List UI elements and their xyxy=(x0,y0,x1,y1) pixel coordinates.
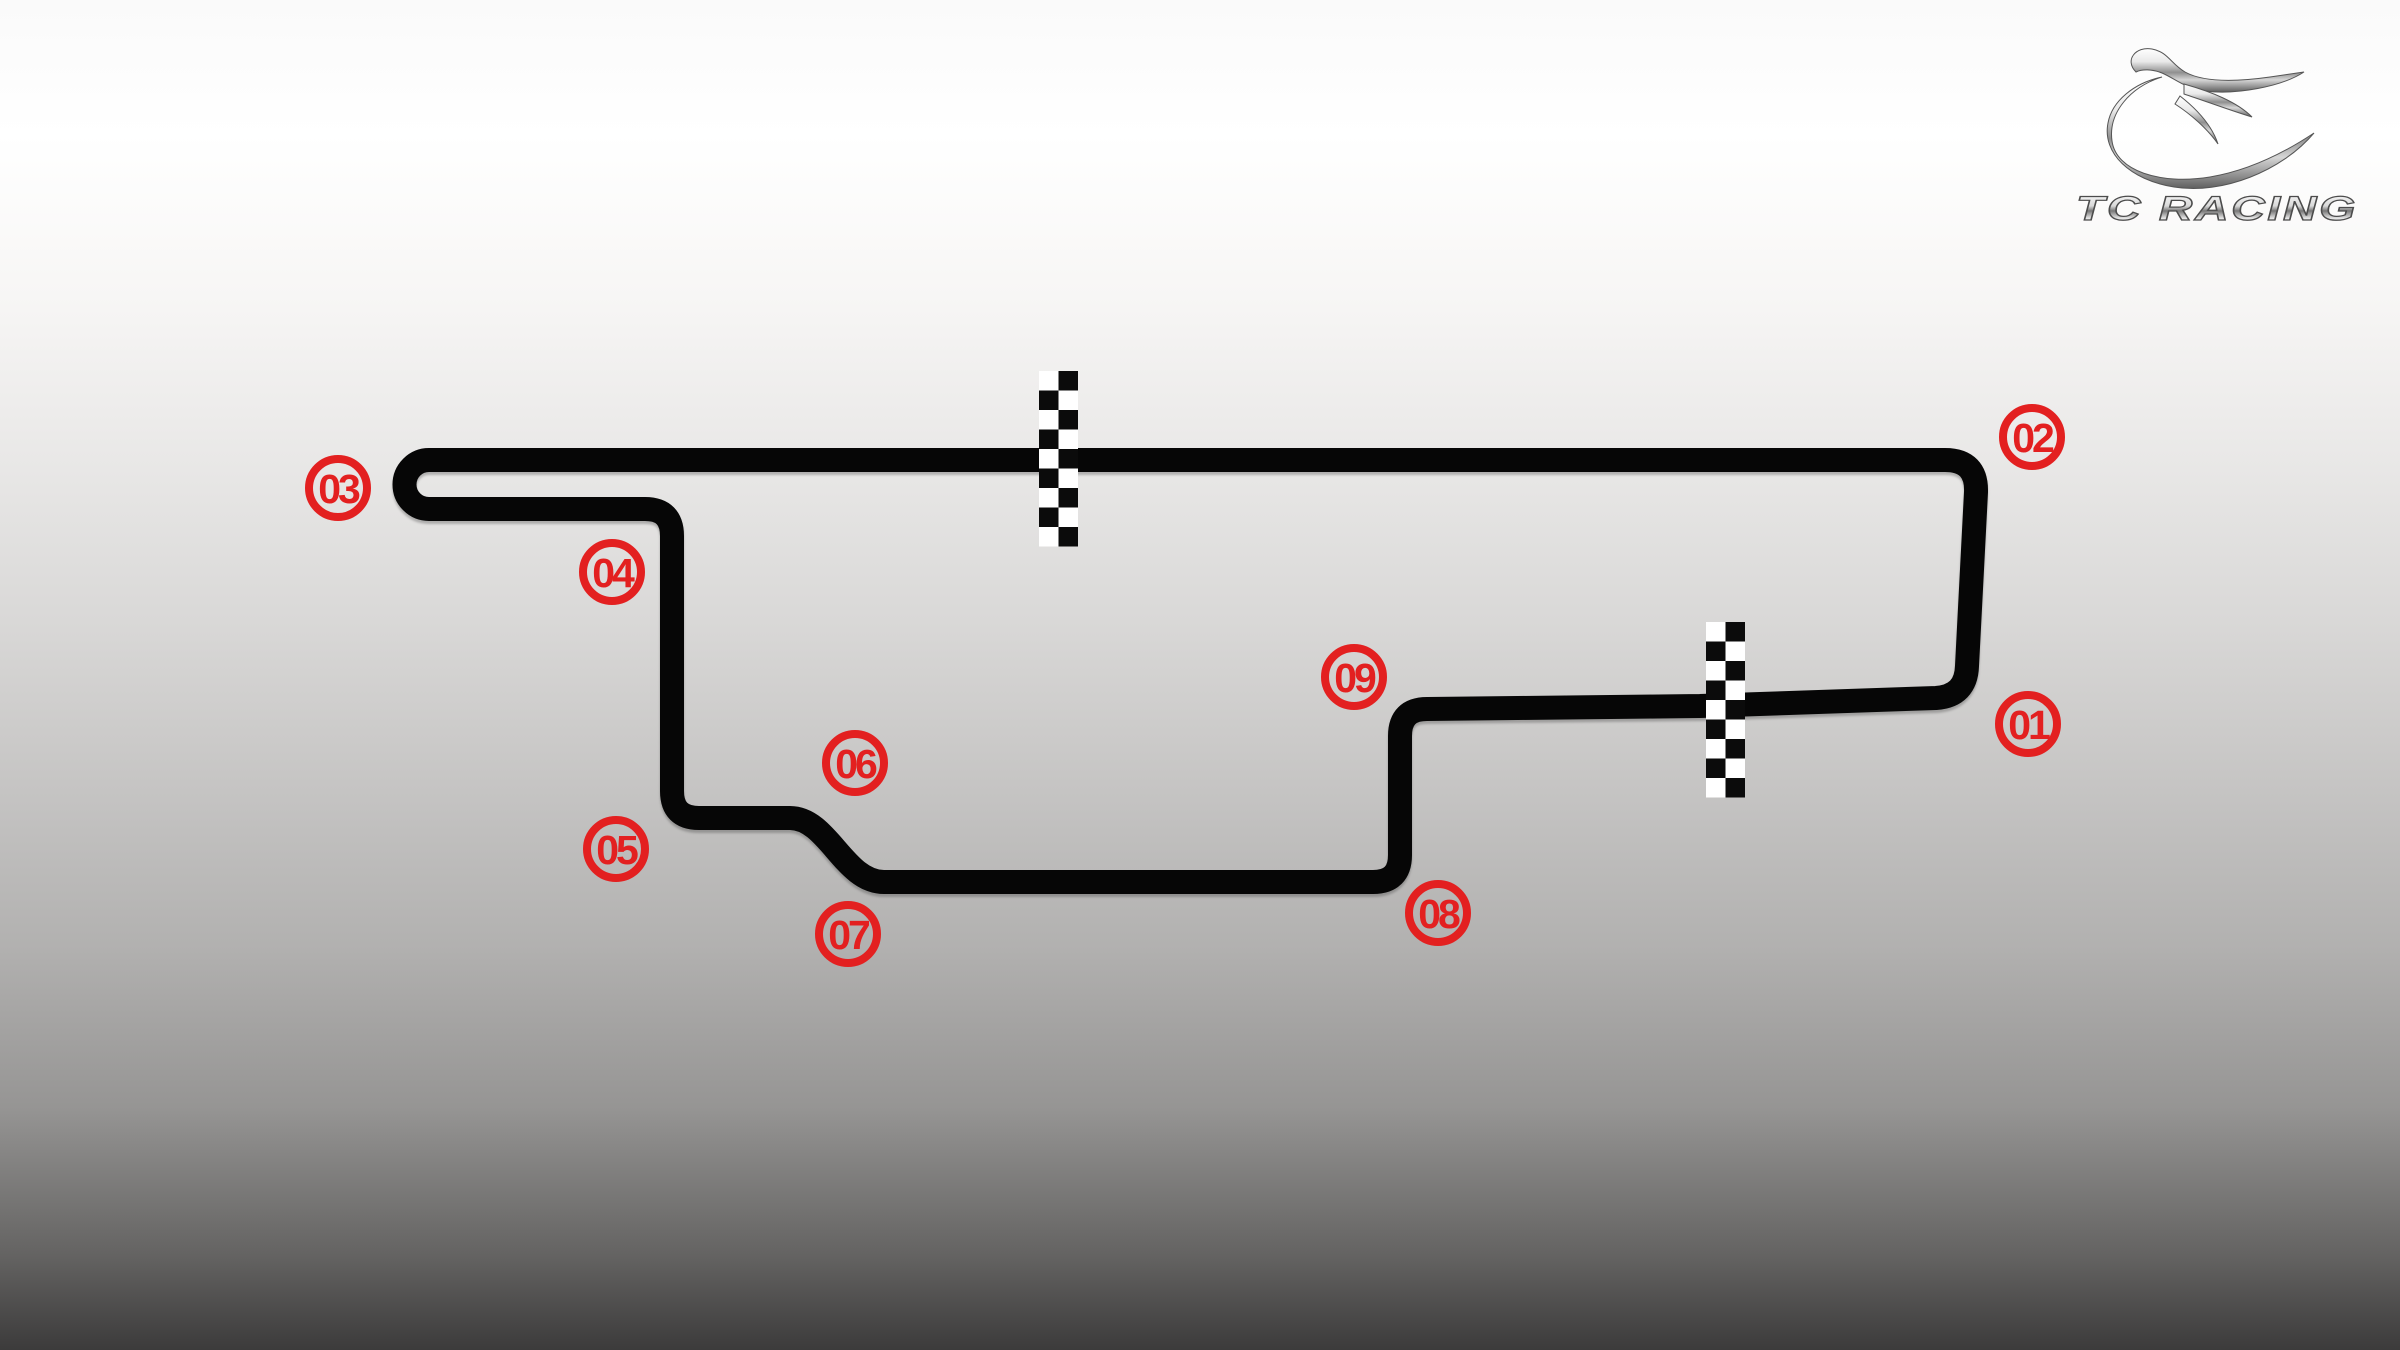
logo-brand-text: TC RACING xyxy=(2076,190,2358,228)
tc-racing-logo: TC RACING xyxy=(2075,48,2358,229)
start-finish-line xyxy=(1039,371,1078,547)
checker-lines xyxy=(1039,371,1745,798)
logo-swoosh-icon xyxy=(2106,48,2315,189)
track-outline xyxy=(392,448,1988,894)
sector-checker-line xyxy=(1706,622,1745,798)
